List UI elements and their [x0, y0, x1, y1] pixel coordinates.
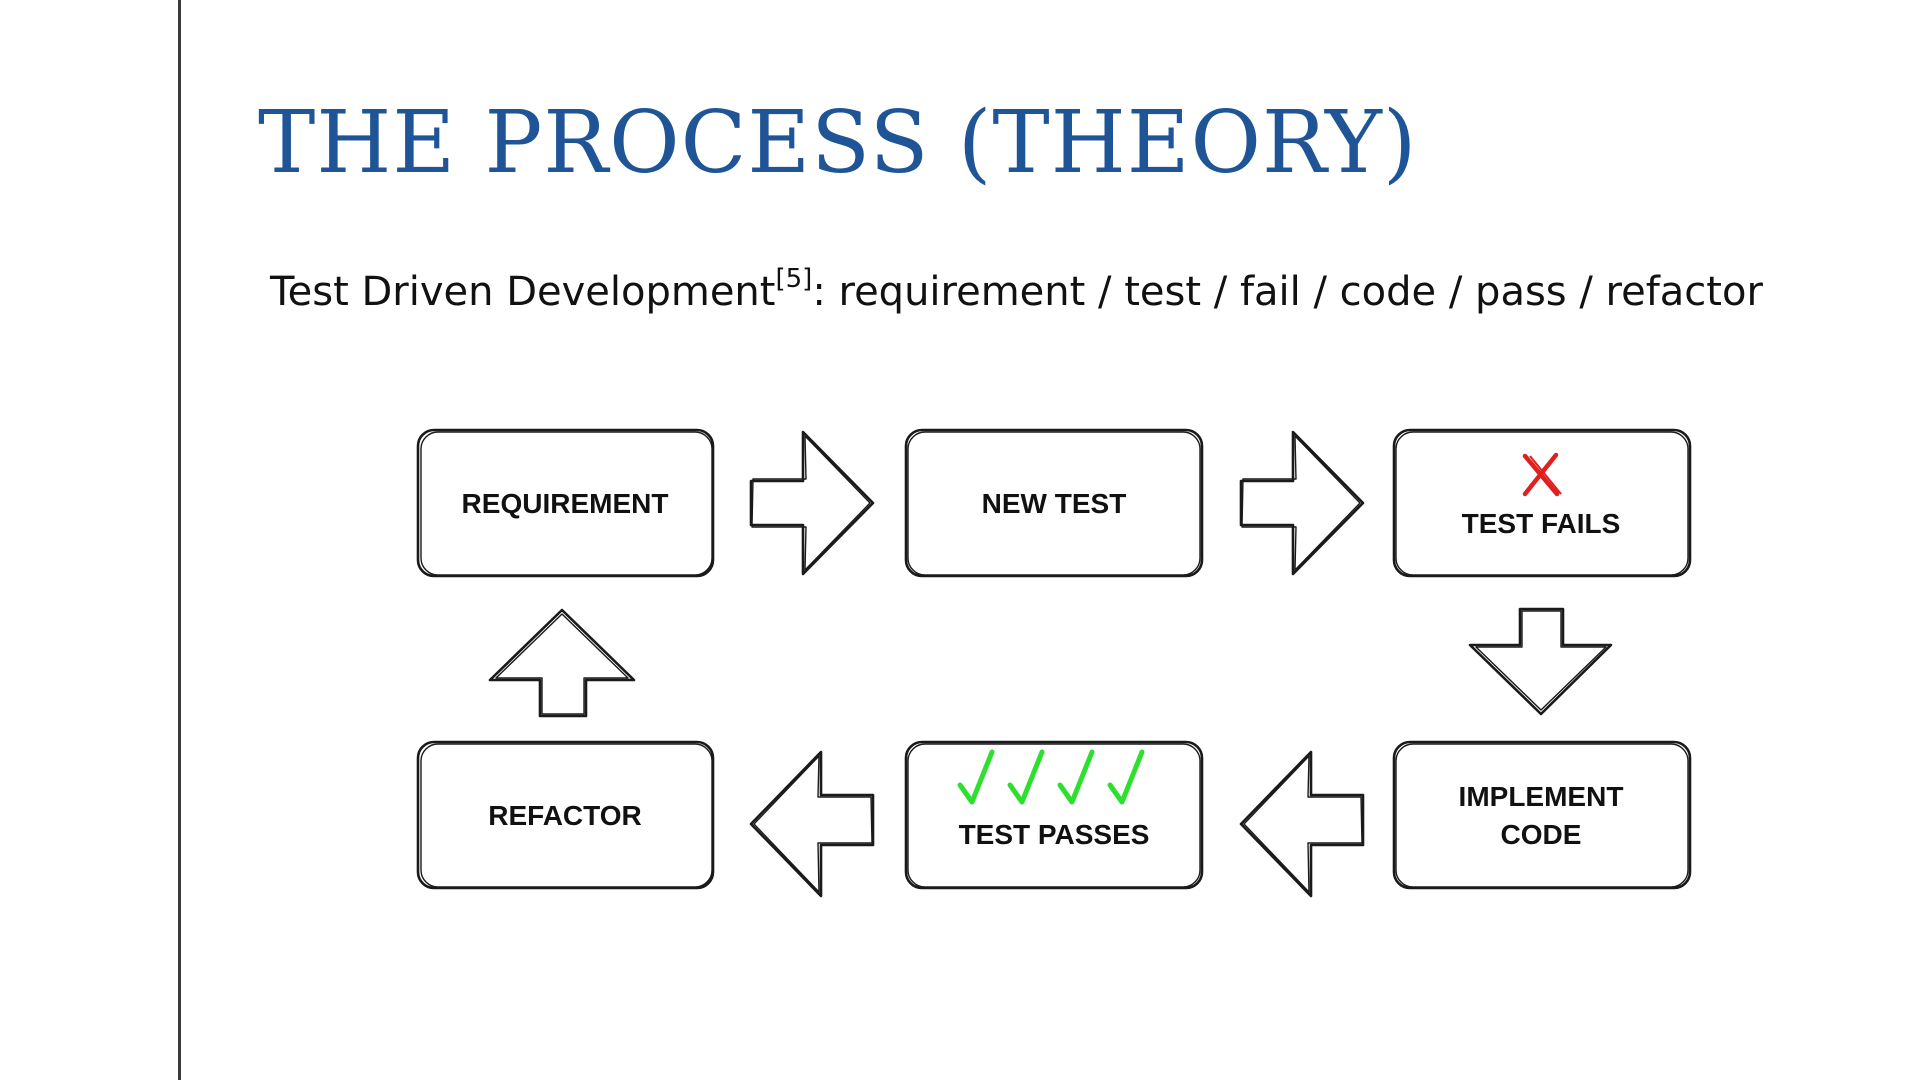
refactor-box: REFACTOR	[416, 740, 715, 890]
green-check-marks-icon	[957, 749, 1145, 805]
arrow-down	[1468, 607, 1613, 716]
arrow-up	[488, 608, 636, 718]
implement-code-label-line2: CODE	[1501, 819, 1582, 850]
test-passes-label: TEST PASSES	[959, 819, 1150, 850]
test-fails-label: TEST FAILS	[1462, 508, 1621, 539]
implement-code-label-line1: IMPLEMENT	[1459, 781, 1624, 812]
arrow-left-2	[749, 750, 875, 898]
test-fails-box: TEST FAILS	[1392, 428, 1692, 578]
left-divider-line	[178, 0, 181, 1080]
new-test-box: NEW TEST	[904, 428, 1204, 578]
arrow-left-1	[1239, 750, 1365, 898]
citation-marker: [5]	[775, 264, 813, 294]
new-test-label: NEW TEST	[982, 488, 1127, 519]
requirement-box: REQUIREMENT	[416, 428, 715, 578]
test-passes-box: TEST PASSES	[904, 740, 1204, 890]
implement-code-box: IMPLEMENT CODE	[1392, 740, 1692, 890]
red-x-icon	[1522, 452, 1562, 497]
arrow-right-2	[1239, 430, 1365, 576]
subtitle-suffix: : requirement / test / fail / code / pas…	[812, 269, 1763, 315]
slide-subtitle: Test Driven Development[5]: requirement …	[270, 266, 1763, 316]
requirement-label: REQUIREMENT	[462, 488, 669, 519]
refactor-label: REFACTOR	[488, 800, 642, 831]
arrow-right-1	[749, 430, 875, 576]
slide-title: THE PROCESS (THEORY)	[258, 93, 1418, 193]
subtitle-prefix: Test Driven Development	[270, 269, 776, 315]
